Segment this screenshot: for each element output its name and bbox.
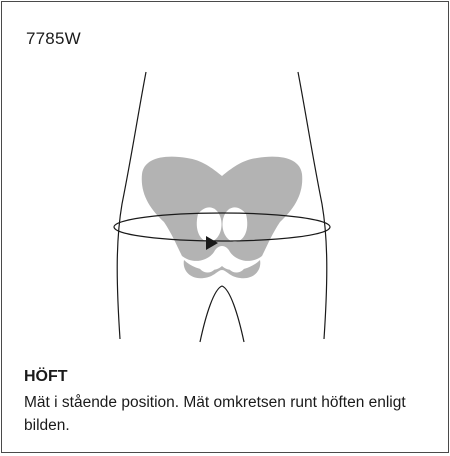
pelvis-shape xyxy=(142,157,303,279)
legs-outline xyxy=(200,286,244,342)
hip-measurement-illustration xyxy=(102,64,342,344)
section-instruction: Mät i stående position. Mät omkretsen ru… xyxy=(24,391,424,437)
body-outline-right xyxy=(298,72,327,339)
section-title: HÖFT xyxy=(24,368,68,386)
body-outline-left xyxy=(117,72,146,339)
product-code: 7785W xyxy=(26,29,81,49)
